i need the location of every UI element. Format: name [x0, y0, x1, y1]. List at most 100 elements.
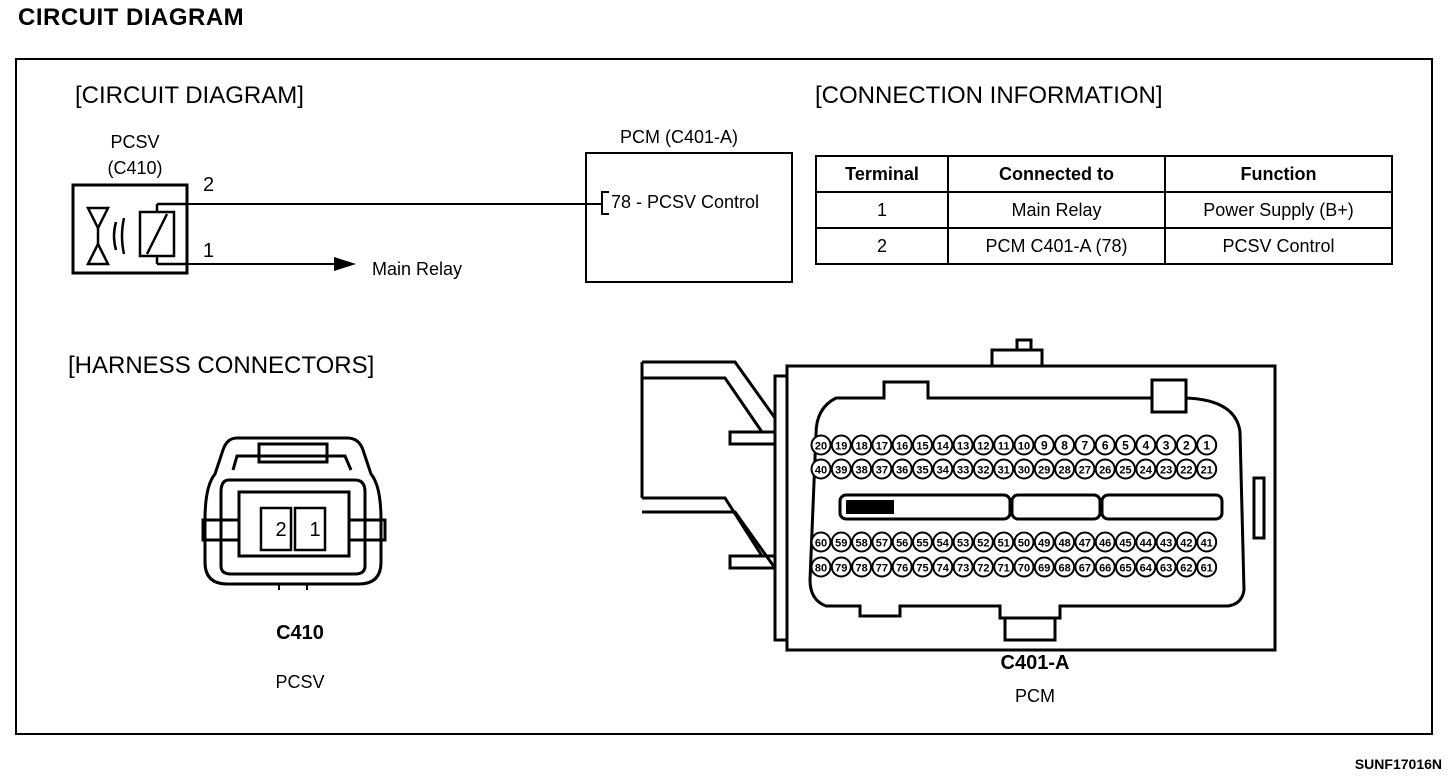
connector-pin	[1196, 458, 1218, 480]
connector-pin-label: 20	[815, 441, 827, 453]
connector-pin-label: 2	[1183, 439, 1190, 453]
table-cell: 1	[815, 191, 949, 229]
connector-pin	[1013, 458, 1035, 480]
connector-pin-label: 46	[1099, 538, 1111, 550]
connector-pin-label: 36	[896, 465, 908, 477]
connector-pin-label: 74	[937, 563, 950, 575]
connector-pin	[810, 556, 832, 578]
pcm-terminal-bracket	[601, 191, 609, 215]
connector-pin-label: 15	[916, 441, 928, 453]
connector-pin	[912, 531, 933, 553]
connector-pin-label: 73	[957, 563, 969, 575]
connector-pin-label: 38	[855, 465, 867, 477]
connector-pin-label: 49	[1038, 538, 1050, 550]
connector-pin-label: 7	[1082, 439, 1089, 453]
connector-pin-label: 14	[937, 441, 950, 453]
c410-connector-drawing	[201, 436, 387, 590]
connector-pin-label: 24	[1140, 465, 1153, 477]
connector-pin	[1033, 531, 1055, 553]
header-function: Function	[1164, 155, 1393, 193]
connector-pin-label: 35	[916, 465, 928, 477]
connector-pin	[810, 434, 832, 456]
connector-pin-label: 28	[1058, 465, 1070, 477]
connector-pin	[1033, 434, 1055, 456]
pcm-terminal-label: 78 - PCSV Control	[611, 192, 760, 212]
connector-pin-label: 11	[998, 441, 1010, 453]
connector-pin	[1094, 434, 1116, 456]
connector-pin-label: 50	[1018, 538, 1030, 550]
connector-pin	[1033, 458, 1055, 480]
connector-pin	[1115, 434, 1136, 456]
table-cell: Power Supply (B+)	[1164, 191, 1393, 229]
table-row: 1 Main Relay Power Supply (B+)	[815, 191, 1393, 229]
connector-pin	[1196, 556, 1218, 578]
connector-pin	[1054, 458, 1076, 480]
header-terminal: Terminal	[815, 155, 949, 193]
pcm-box	[585, 152, 793, 283]
connector-pin	[1196, 434, 1218, 456]
connector-pin	[830, 458, 852, 480]
connector-pin	[1054, 434, 1076, 456]
connector-pin-label: 67	[1079, 563, 1091, 575]
connector-pin-label: 51	[998, 538, 1010, 550]
connector-pin	[932, 531, 954, 553]
connector-pin	[871, 458, 893, 480]
connector-pin-label: 4	[1142, 439, 1149, 453]
connector-pin	[993, 434, 1015, 456]
pin-1-label: 1	[203, 240, 215, 262]
connector-pin	[1135, 531, 1157, 553]
connector-pin-label: 80	[815, 563, 827, 575]
connector-pin	[972, 556, 994, 578]
connector-pin-label: 10	[1018, 441, 1030, 453]
pcsv-component-name: PCSV	[110, 132, 160, 152]
connector-pin	[830, 434, 852, 456]
connector-pin	[1155, 531, 1177, 553]
connector-pin	[1013, 434, 1035, 456]
connector-pin	[1033, 556, 1055, 578]
connector-pin-label: 17	[876, 441, 888, 453]
connector-pin	[1155, 434, 1177, 456]
connector-pin-label: 65	[1119, 563, 1131, 575]
connector-pin	[830, 556, 852, 578]
connector-pin-label: 22	[1180, 465, 1192, 477]
connector-pin-label: 44	[1140, 538, 1153, 550]
connector-pin-label: 32	[977, 465, 989, 477]
page-title: CIRCUIT DIAGRAM	[18, 4, 245, 31]
diagram-frame	[15, 58, 1433, 735]
connector-pin	[1135, 458, 1157, 480]
connection-section-title: [CONNECTION INFORMATION]	[815, 82, 1163, 109]
connector-pin-label: 9	[1041, 439, 1048, 453]
main-relay-label: Main Relay	[372, 259, 463, 279]
connector-pin	[851, 556, 873, 578]
connector-pin	[1175, 434, 1197, 456]
connector-pin	[810, 531, 832, 553]
connector-pin-label: 70	[1018, 563, 1030, 575]
connector-pin-label: 34	[937, 465, 950, 477]
connector-pin	[1074, 531, 1096, 553]
connector-pin-label: 31	[998, 465, 1010, 477]
connector-pin	[932, 458, 954, 480]
connector-pin-label: 59	[835, 538, 847, 550]
c410-pin-2: 2	[275, 519, 287, 541]
figure-code: SUNF17016N	[1354, 756, 1442, 772]
pcsv-box	[71, 183, 189, 275]
connector-pin-label: 29	[1038, 465, 1050, 477]
connector-pin	[1054, 556, 1076, 578]
connector-pin-label: 66	[1099, 563, 1111, 575]
valve-symbol-icon	[85, 206, 126, 266]
c410-desc: PCSV	[275, 672, 325, 692]
connector-pin-label: 18	[855, 441, 867, 453]
table-row: 2 PCM C401-A (78) PCSV Control	[815, 227, 1393, 265]
connector-pin-label: 68	[1058, 563, 1070, 575]
connector-pin	[972, 434, 994, 456]
connector-pin	[1094, 531, 1116, 553]
connector-pin	[1175, 531, 1197, 553]
connector-pin	[1155, 556, 1177, 578]
connector-pin-label: 56	[896, 538, 908, 550]
connector-pin	[993, 458, 1015, 480]
connector-pin-label: 26	[1099, 465, 1111, 477]
connector-pin-label: 78	[855, 563, 867, 575]
connector-pin-label: 8	[1061, 439, 1068, 453]
